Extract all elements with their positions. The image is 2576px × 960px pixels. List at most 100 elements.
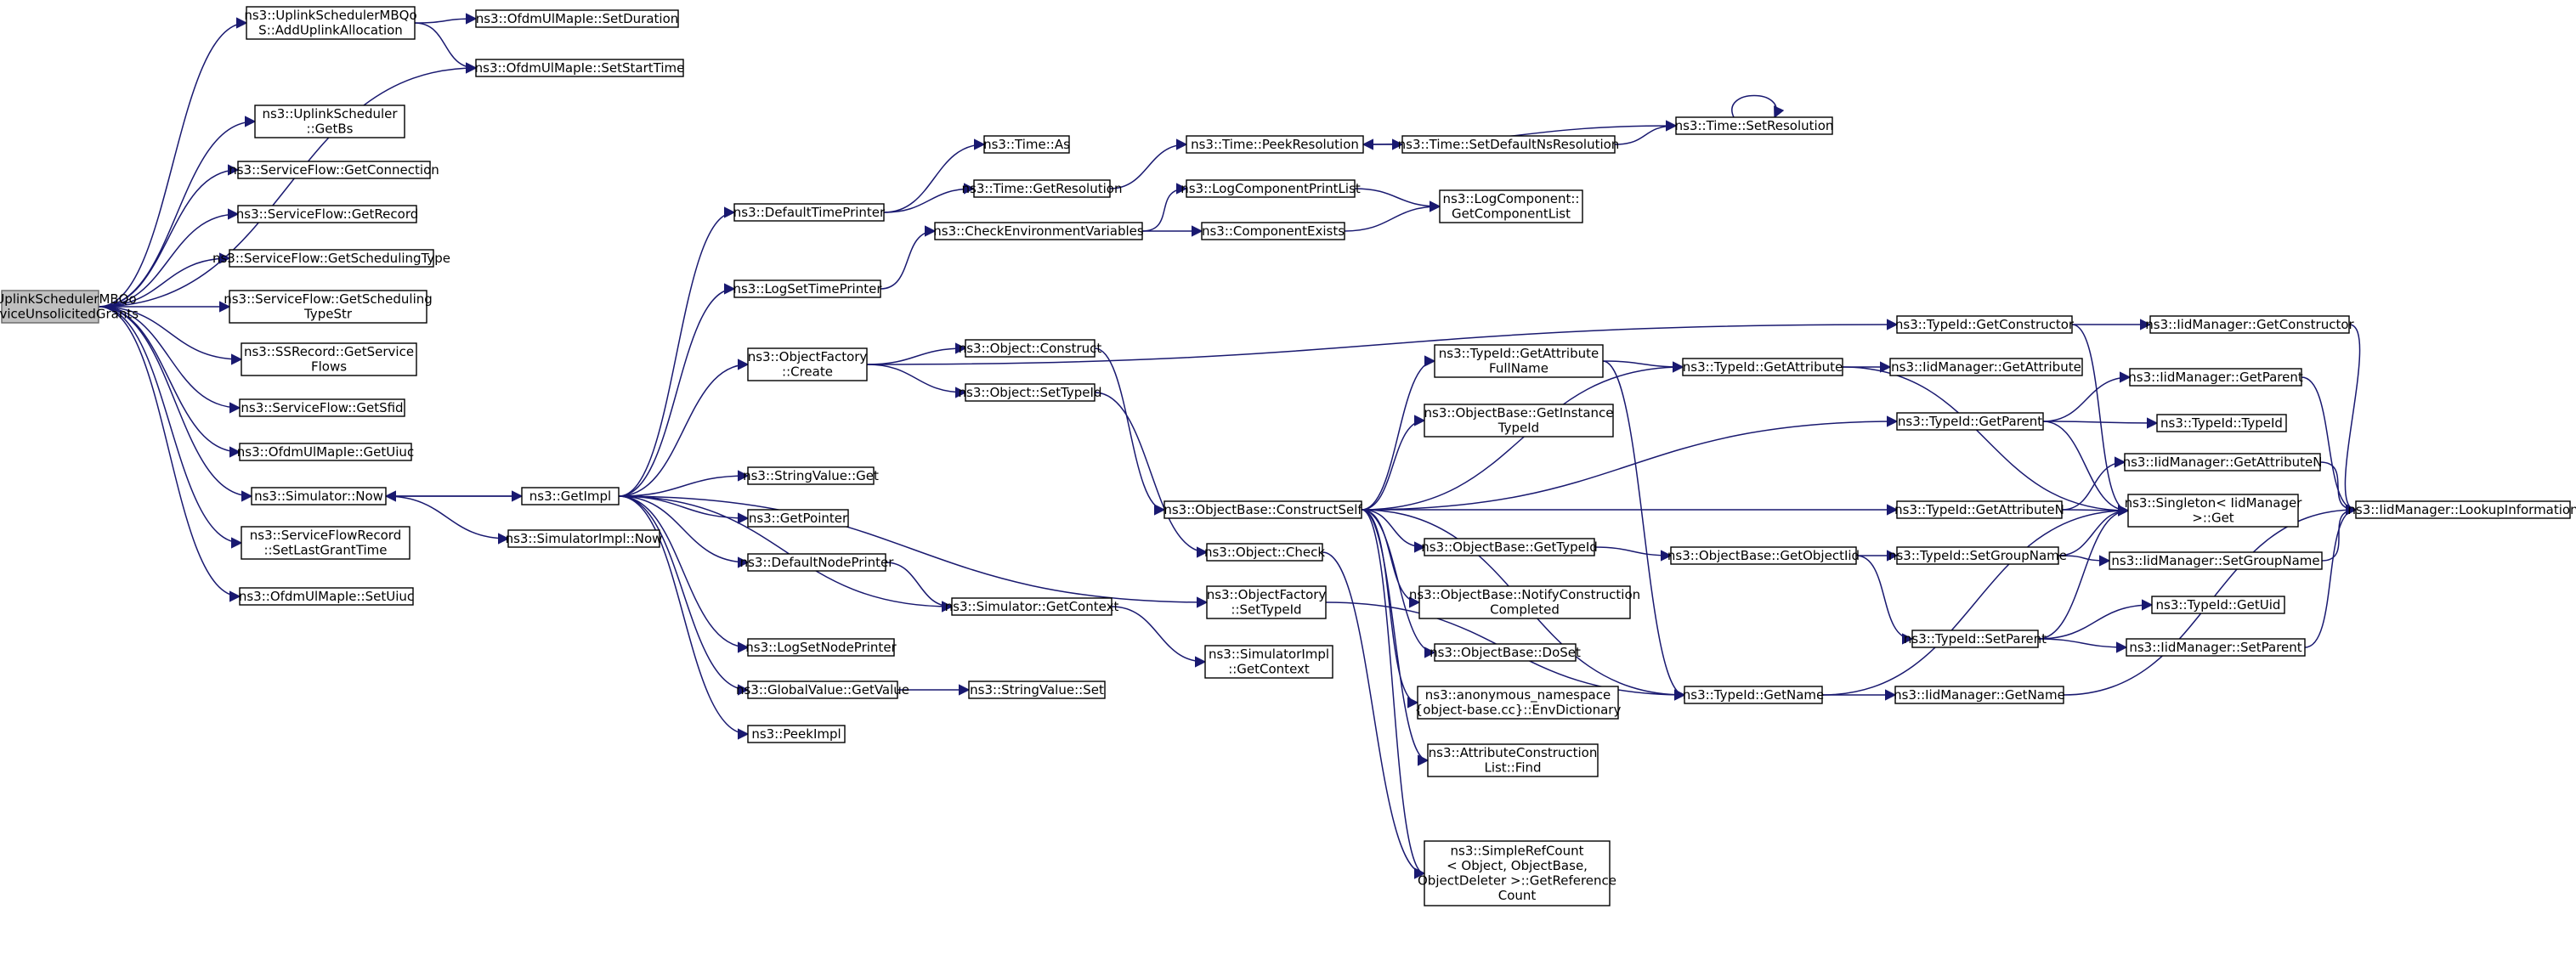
node-box bbox=[1206, 585, 1327, 619]
node-typeIdGetParent[interactable]: ns3::TypeId::GetParent bbox=[1896, 412, 2044, 431]
node-sfGetConnection[interactable]: ns3::ServiceFlow::GetConnection bbox=[229, 161, 439, 179]
edge-iidGetParent-to-iidLookupInformation bbox=[2301, 376, 2358, 516]
node-objConstruct[interactable]: ns3::Object::Construct bbox=[959, 339, 1102, 358]
node-objBaseNotifyConstruction[interactable]: ns3::ObjectBase::NotifyConstructionCompl… bbox=[1409, 585, 1640, 619]
node-ulSetUiuc[interactable]: ns3::OfdmUlMapIe::SetUiuc bbox=[239, 587, 414, 606]
node-label-line: ::GetContext bbox=[1228, 662, 1310, 677]
node-iidGetParent[interactable]: ns3::IidManager::GetParent bbox=[2128, 368, 2303, 387]
node-logComponentPrintList[interactable]: ns3::LogComponentPrintList bbox=[1180, 179, 1361, 198]
node-simNow[interactable]: ns3::Simulator::Now bbox=[251, 487, 387, 505]
node-box bbox=[1424, 404, 1614, 438]
node-sfGetSchedType[interactable]: ns3::ServiceFlow::GetSchedulingType bbox=[212, 249, 450, 268]
node-simGetContext[interactable]: ns3::Simulator::GetContext bbox=[945, 597, 1119, 616]
node-objFactoryCreate[interactable]: ns3::ObjectFactory::Create bbox=[747, 347, 868, 381]
node-stringValueGet[interactable]: ns3::StringValue::Get bbox=[743, 466, 879, 485]
node-typeIdGetUid[interactable]: ns3::TypeId::GetUid bbox=[2151, 596, 2285, 614]
node-iidGetConstructor[interactable]: ns3::IidManager::GetConstructor bbox=[2145, 315, 2355, 334]
node-box bbox=[237, 161, 431, 179]
node-objBaseConstructSelf[interactable]: ns3::ObjectBase::ConstructSelf bbox=[1163, 500, 1362, 519]
edge-getImpl-to-logSetTimePrinter bbox=[618, 283, 736, 497]
node-label-line: ::SetLastGrantTime bbox=[263, 543, 387, 558]
node-logSetTimePrinter[interactable]: ns3::LogSetTimePrinter bbox=[733, 280, 882, 298]
node-typeIdTypeId[interactable]: ns3::TypeId::TypeId bbox=[2156, 414, 2287, 432]
node-sfGetRecord[interactable]: ns3::ServiceFlow::GetRecord bbox=[236, 205, 419, 223]
node-typeIdGetName[interactable]: ns3::TypeId::GetName bbox=[1683, 686, 1824, 704]
node-label-line: ns3::IidManager::GetConstructor bbox=[2145, 317, 2354, 332]
node-label-line: ns3::Singleton< IidManager bbox=[2125, 495, 2303, 511]
node-box bbox=[2156, 414, 2287, 432]
node-componentExists[interactable]: ns3::ComponentExists bbox=[1201, 222, 1345, 240]
node-iidLookupInformation[interactable]: ns3::IidManager::LookupInformation bbox=[2347, 500, 2576, 519]
node-getPointer[interactable]: ns3::GetPointer bbox=[747, 509, 849, 528]
node-objCheck[interactable]: ns3::Object::Check bbox=[1204, 543, 1325, 562]
node-objBaseDoSet[interactable]: ns3::ObjectBase::DoSet bbox=[1430, 643, 1581, 662]
node-box bbox=[1439, 189, 1583, 223]
node-label-line: ns3::ObjectFactory bbox=[1207, 587, 1327, 602]
node-peekImpl[interactable]: ns3::PeekImpl bbox=[747, 725, 846, 743]
node-ulSetStartTime[interactable]: ns3::OfdmUlMapIe::SetStartTime bbox=[475, 59, 685, 77]
node-label-line: ns3::Time::GetResolution bbox=[962, 181, 1123, 196]
node-iidGetAttribute[interactable]: ns3::IidManager::GetAttribute bbox=[1889, 358, 2083, 376]
node-sfrSetLastGrant[interactable]: ns3::ServiceFlowRecord::SetLastGrantTime bbox=[241, 526, 410, 560]
node-objBaseGetTypeId[interactable]: ns3::ObjectBase::GetTypeId bbox=[1421, 538, 1598, 556]
node-timeSetDefaultNsRes[interactable]: ns3::Time::SetDefaultNsResolution bbox=[1398, 135, 1620, 154]
node-objFactorySetTypeId[interactable]: ns3::ObjectFactory::SetTypeId bbox=[1206, 585, 1327, 619]
node-logCompGetCompList[interactable]: ns3::LogComponent::GetComponentList bbox=[1439, 189, 1583, 223]
node-timePeekResolution[interactable]: ns3::Time::PeekResolution bbox=[1186, 135, 1364, 154]
node-getBs[interactable]: ns3::UplinkScheduler::GetBs bbox=[254, 104, 405, 138]
node-addUplink[interactable]: ns3::UplinkSchedulerMBQoS::AddUplinkAllo… bbox=[244, 6, 417, 40]
node-typeIdSetGroupName[interactable]: ns3::TypeId::SetGroupName bbox=[1888, 546, 2067, 565]
node-box bbox=[1684, 686, 1823, 704]
node-sfGetSfid[interactable]: ns3::ServiceFlow::GetSfid bbox=[239, 398, 405, 417]
node-iidGetName[interactable]: ns3::IidManager::GetName bbox=[1894, 686, 2065, 704]
node-singletonGet[interactable]: ns3::Singleton< IidManager>::Get bbox=[2125, 494, 2303, 528]
node-box bbox=[229, 290, 427, 324]
node-typeIdSetParent[interactable]: ns3::TypeId::SetParent bbox=[1904, 630, 2047, 648]
node-label-line: ::Create bbox=[782, 364, 833, 380]
node-objSetTypeId[interactable]: ns3::Object::SetTypeId bbox=[959, 383, 1102, 402]
node-iidSetParent[interactable]: ns3::IidManager::SetParent bbox=[2126, 638, 2306, 657]
node-ulSetDuration[interactable]: ns3::OfdmUlMapIe::SetDuration bbox=[475, 9, 679, 28]
node-defaultNodePrinter[interactable]: ns3::DefaultNodePrinter bbox=[740, 553, 895, 572]
node-label-line: ns3::ServiceFlow::GetSchedulingType bbox=[212, 251, 450, 266]
node-checkEnvVars[interactable]: ns3::CheckEnvironmentVariables bbox=[933, 222, 1144, 240]
node-box bbox=[507, 529, 660, 548]
node-globalValueGetValue[interactable]: ns3::GlobalValue::GetValue bbox=[736, 680, 909, 699]
node-logSetNodePrinter[interactable]: ns3::LogSetNodePrinter bbox=[745, 638, 897, 657]
node-box bbox=[475, 59, 684, 77]
edge-root-to-ulGetUiuc bbox=[98, 306, 241, 458]
node-root[interactable]: ns3::UplinkSchedulerMBQoS::ServiceUnsoli… bbox=[0, 290, 139, 324]
node-objBaseGetObjectIid[interactable]: ns3::ObjectBase::GetObjectIid bbox=[1667, 546, 1860, 565]
node-timeSetResolution[interactable]: ns3::Time::SetResolution bbox=[1675, 116, 1834, 135]
node-simImplGetContext[interactable]: ns3::SimulatorImpl::GetContext bbox=[1204, 645, 1333, 679]
node-ulGetUiuc[interactable]: ns3::OfdmUlMapIe::GetUiuc bbox=[237, 443, 414, 461]
node-label-line: TypeStr bbox=[303, 307, 353, 322]
node-simImplNow[interactable]: ns3::SimulatorImpl::Now bbox=[506, 529, 663, 548]
node-label-line: ns3::TypeId::GetUid bbox=[2156, 597, 2281, 613]
node-label-line: ns3::IidManager::GetAttribute bbox=[1891, 359, 2081, 375]
node-label-line: ns3::UplinkSchedulerMBQo bbox=[0, 291, 137, 307]
node-defaultTimePrinter[interactable]: ns3::DefaultTimePrinter bbox=[733, 203, 886, 222]
node-timeAs[interactable]: ns3::Time::As bbox=[983, 135, 1070, 154]
node-box bbox=[1401, 135, 1616, 154]
node-envDictionary[interactable]: ns3::anonymous_namespace{object-base.cc}… bbox=[1415, 686, 1622, 720]
node-typeIdGetAttributeN[interactable]: ns3::TypeId::GetAttributeN bbox=[1894, 500, 2064, 519]
node-simpleRefCount[interactable]: ns3::SimpleRefCount< Object, ObjectBase,… bbox=[1418, 840, 1616, 906]
node-typeIdGetConstructor[interactable]: ns3::TypeId::GetConstructor bbox=[1895, 315, 2075, 334]
node-iidGetAttributeN[interactable]: ns3::IidManager::GetAttributeN bbox=[2123, 453, 2323, 472]
node-timeGetResolution[interactable]: ns3::Time::GetResolution bbox=[962, 179, 1123, 198]
node-iidSetGroupName[interactable]: ns3::IidManager::SetGroupName bbox=[2109, 551, 2323, 570]
node-stringValueSet[interactable]: ns3::StringValue::Set bbox=[968, 680, 1106, 699]
edge-typeIdGetName-to-singletonGet bbox=[1821, 505, 2130, 696]
node-box bbox=[1163, 500, 1362, 519]
node-getImpl[interactable]: ns3::GetImpl bbox=[521, 487, 620, 505]
node-typeIdGetAttribute[interactable]: ns3::TypeId::GetAttribute bbox=[1682, 358, 1843, 376]
edge-componentExists-to-logCompGetCompList bbox=[1344, 200, 1441, 232]
